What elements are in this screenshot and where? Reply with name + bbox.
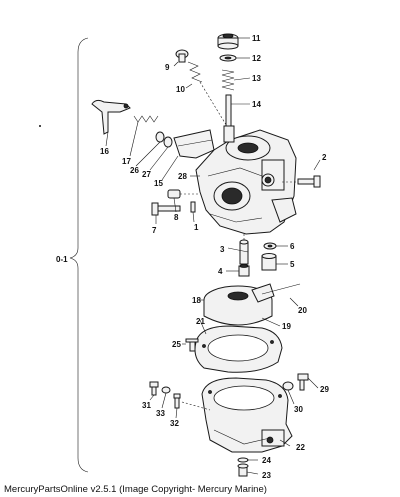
part-20-float-pin (261, 283, 301, 295)
callout-20: 20 (298, 306, 307, 315)
callout-31: 31 (142, 401, 151, 410)
part-16-throttle-lever (91, 99, 131, 135)
callout-9: 9 (165, 63, 170, 72)
callout-30: 30 (294, 405, 303, 414)
part-2-screw (282, 175, 321, 188)
part-28-carburetor-body (195, 125, 297, 235)
callout-5: 5 (290, 260, 295, 269)
part-15-throttle-shaft (173, 129, 215, 159)
callout-6: 6 (290, 242, 295, 251)
callout-26: 26 (130, 166, 139, 175)
callout-25: 25 (172, 340, 181, 349)
callout-1: 1 (194, 223, 199, 232)
part-18-float (203, 283, 275, 326)
callout-27: 27 (142, 170, 151, 179)
callout-12: 12 (252, 54, 261, 63)
callout-4: 4 (218, 267, 223, 276)
part-12-gasket (219, 54, 237, 62)
callout-29: 29 (320, 385, 329, 394)
callout-19: 19 (282, 322, 291, 331)
part-26-washer (155, 131, 165, 143)
callout-2: 2 (322, 153, 327, 162)
part-30-washer (282, 381, 294, 391)
part-23-drain-screw (237, 463, 249, 477)
callout-28: 28 (178, 172, 187, 181)
part-25-screw (185, 338, 199, 352)
callout-16: 16 (100, 147, 109, 156)
part-8-bushing (167, 189, 200, 199)
callout-15: 15 (154, 179, 163, 188)
callout-14: 14 (252, 100, 261, 109)
callout-21: 21 (196, 317, 205, 326)
callout-3: 3 (220, 245, 225, 254)
callout-24: 24 (262, 456, 271, 465)
part-6-washer (263, 242, 277, 250)
callout-labels: 11 12 13 14 9 10 16 17 26 27 15 28 2 7 8… (100, 34, 329, 480)
callout-17: 17 (122, 157, 131, 166)
part-17-spring (133, 115, 159, 123)
callout-22: 22 (296, 443, 305, 452)
assembly-bracket (69, 37, 89, 473)
part-7-screw (151, 202, 181, 216)
leader-lines (105, 37, 321, 475)
part-11-cap (217, 33, 239, 50)
part-13-spring (221, 69, 235, 91)
callout-13: 13 (252, 74, 261, 83)
part-33-washer (161, 386, 171, 394)
part-5-plug (261, 253, 277, 271)
part-3-main-nozzle (239, 234, 249, 265)
callout-23: 23 (262, 471, 271, 480)
part-24-washer (237, 457, 249, 463)
callout-32: 32 (170, 419, 179, 428)
part-22-float-bowl (201, 377, 293, 453)
callout-7: 7 (152, 226, 157, 235)
part-31-screw (149, 381, 159, 396)
part-21-gasket (194, 325, 283, 373)
part-1-pin (190, 201, 196, 213)
callout-33: 33 (156, 409, 165, 418)
part-29-screw (297, 373, 309, 391)
callout-18: 18 (192, 296, 201, 305)
part-9-screw (175, 49, 189, 63)
callout-11: 11 (252, 34, 261, 43)
part-27-washer (163, 136, 173, 148)
callout-8: 8 (174, 213, 179, 222)
copyright-footer: MercuryPartsOnline v2.5.1 (Image Copyrig… (4, 484, 267, 495)
part-4-jet (238, 264, 250, 277)
stray-dot (39, 125, 41, 127)
part-10-spring (187, 61, 229, 129)
assembly-label: 0-1 (56, 255, 68, 264)
callout-10: 10 (176, 85, 185, 94)
